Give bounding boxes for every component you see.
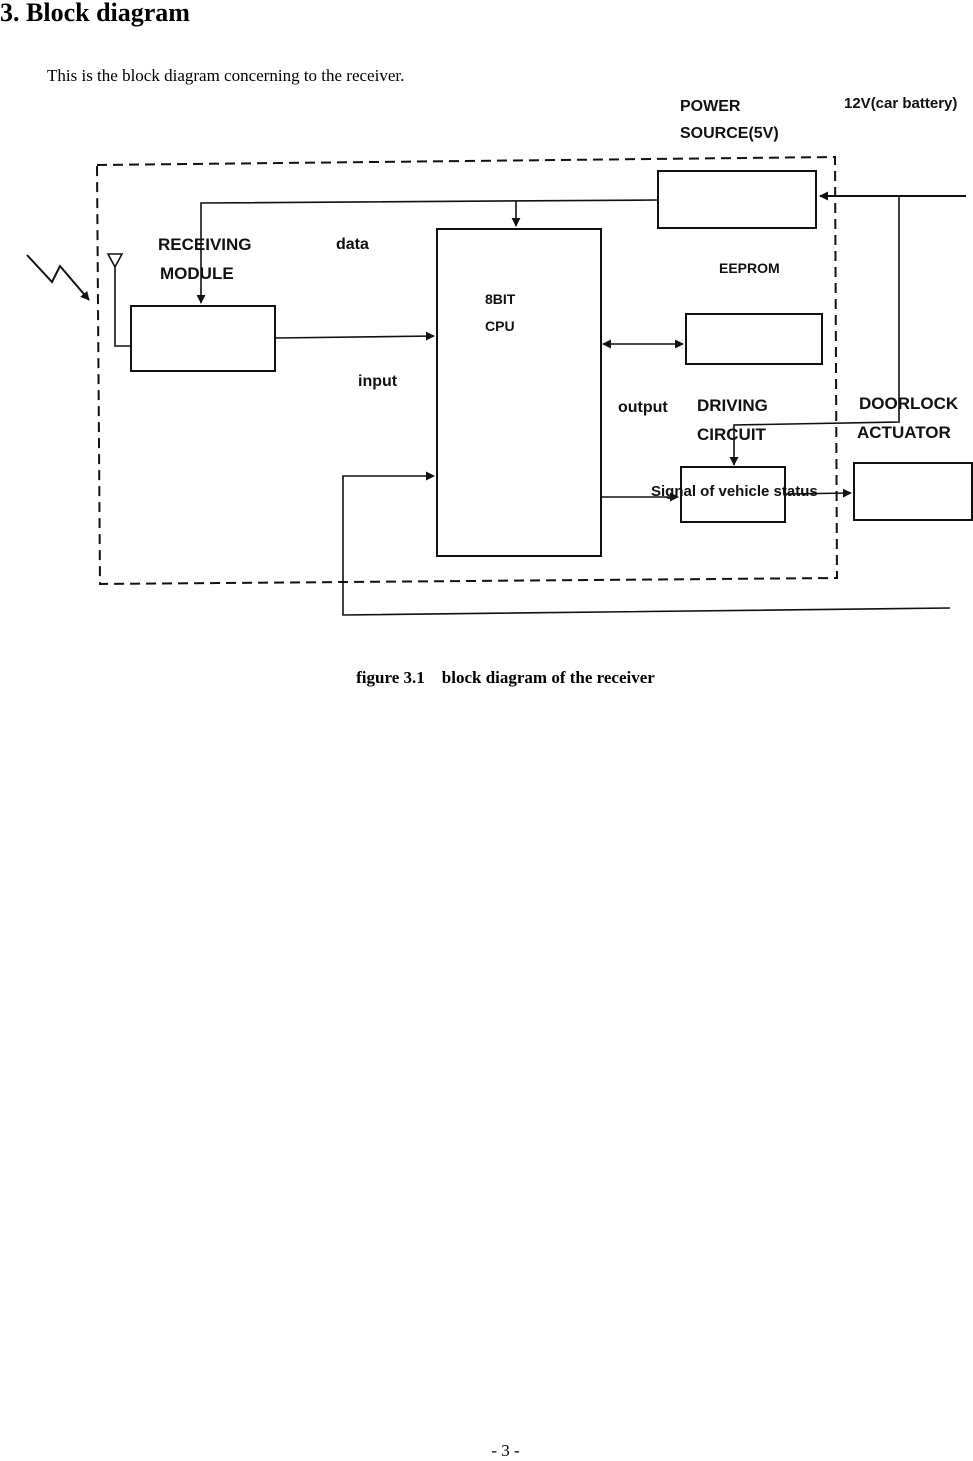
power-source-label-1: POWER (680, 98, 741, 115)
receiving-module-label-2: MODULE (160, 264, 234, 283)
section-heading: 3. Block diagram (0, 0, 190, 27)
supply-line (196, 199, 659, 304)
driving-circuit-label-2: CIRCUIT (697, 425, 767, 444)
radio-signal-icon (26, 254, 90, 301)
vehicle-status-label: Signal of vehicle status (651, 483, 818, 500)
data-line (274, 331, 435, 341)
doorlock-actuator-label-1: DOORLOCK (859, 394, 959, 413)
cpu-label-2: CPU (485, 318, 515, 334)
battery-to-driving-line (729, 196, 900, 466)
receiver-boundary (95, 155, 839, 586)
antenna-icon (106, 253, 131, 347)
receiving-module-block (130, 305, 276, 372)
data-label: data (336, 236, 369, 253)
eeprom-label: EEPROM (719, 260, 780, 276)
cpu-label-1: 8BIT (485, 291, 516, 307)
receiving-module-label-1: RECEIVING (158, 235, 252, 254)
battery-label: 12V(car battery) (844, 95, 957, 112)
driving-circuit-block (680, 466, 786, 523)
intro-paragraph: This is the block diagram concerning to … (47, 66, 405, 85)
driving-circuit-label-1: DRIVING (697, 396, 768, 415)
vehicle-status-line (342, 471, 951, 616)
actuator-drive-line (784, 488, 852, 498)
page-number: - 3 - (491, 1441, 520, 1460)
doorlock-actuator-block (853, 462, 973, 521)
block-diagram: POWER SOURCE(5V) 12V(car battery) RECEIV… (26, 95, 973, 616)
doorlock-actuator-label-2: ACTUATOR (857, 423, 951, 442)
input-label: input (358, 373, 398, 390)
power-source-block (657, 170, 817, 229)
figure-caption: figure 3.1 block diagram of the receiver (356, 668, 655, 687)
eeprom-block (685, 313, 823, 365)
cpu-block (436, 228, 602, 557)
output-label: output (618, 399, 668, 416)
power-source-label-2: SOURCE(5V) (680, 125, 779, 142)
